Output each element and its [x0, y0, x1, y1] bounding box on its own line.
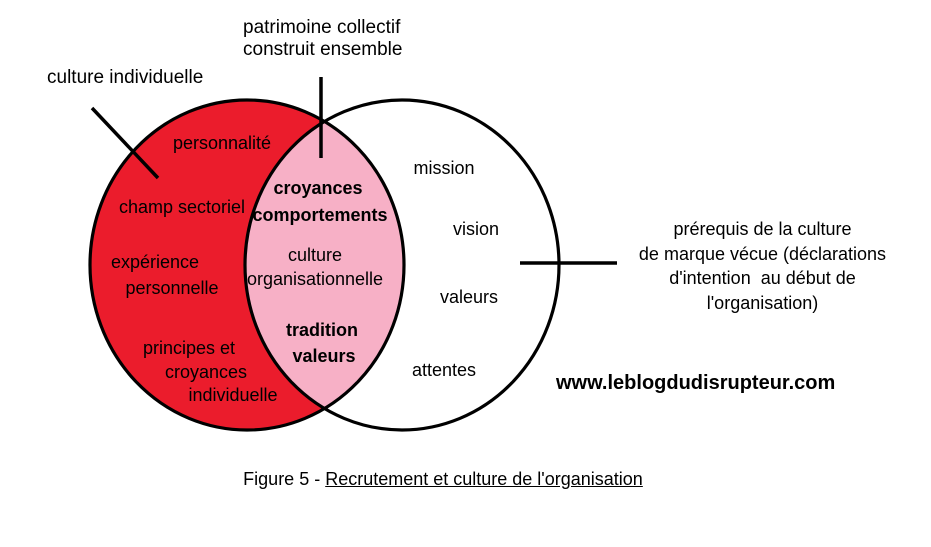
left-circle-text-experience: expérience [110, 252, 200, 272]
right-circle-text-valeurs: valeurs [439, 287, 499, 307]
overlap-text-culture: culture [287, 245, 343, 265]
right-circle-text-attentes: attentes [411, 360, 477, 380]
website-url: www.leblogdudisrupteur.com [556, 372, 836, 394]
right-circle-outline [243, 98, 561, 432]
left-circle-text-croyances: croyances [164, 362, 248, 382]
left-circle-text-principes-et: principes et [142, 338, 236, 358]
left-circle-outline [88, 98, 406, 432]
overlap-text-organisationnelle: organisationnelle [246, 269, 384, 289]
overlap-text-valeurs: valeurs [292, 346, 356, 366]
right-circle-text-vision: vision [452, 219, 500, 239]
left-circle-text-personnalite: personnalité [172, 133, 272, 153]
overlap-text-tradition: tradition [286, 320, 358, 340]
left-circle-text-personnelle: personnelle [125, 278, 219, 298]
overlap-text-comportements: comportements [252, 205, 388, 225]
label-patrimoine-collectif: patrimoine collectif construit ensemble [243, 17, 403, 60]
culture-individuelle-pointer-line [90, 106, 160, 180]
left-circle-text-individuelle: individuelle [188, 385, 278, 405]
overlap-region-fill [245, 100, 404, 430]
right-circle-text-mission: mission [413, 158, 475, 178]
figure-caption-title: Recrutement et culture de l'organisation [325, 469, 643, 489]
overlap-text-croyances: croyances [273, 178, 363, 198]
label-prerequis-culture-marque: prérequis de la culture de marque vécue … [638, 219, 887, 313]
label-culture-individuelle: culture individuelle [47, 67, 204, 88]
figure-caption: Figure 5 - Recrutement et culture de l'o… [178, 469, 708, 490]
left-circle-text-champ-sectoriel: champ sectoriel [118, 197, 246, 217]
figure-caption-prefix: Figure 5 - [243, 469, 326, 489]
